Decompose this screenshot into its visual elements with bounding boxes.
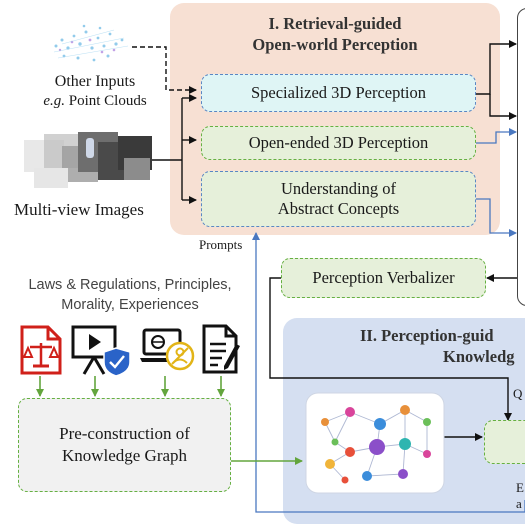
- kg-preconstruction-line2: Knowledge Graph: [61, 446, 188, 465]
- kg-preconstruction-box: Pre-construction of Knowledge Graph: [18, 398, 231, 492]
- knowledge-graph-image: [305, 392, 445, 494]
- law-document-icon: [20, 325, 62, 375]
- abstract-concepts-line1: Understanding of: [280, 179, 397, 199]
- open-ended-3d-perception-label: Open-ended 3D Perception: [248, 133, 429, 153]
- multi-view-images-label: Multi-view Images: [14, 200, 144, 219]
- panel-ii-title-line2: Knowledg: [443, 346, 515, 366]
- abstract-concepts-box: Understanding of Abstract Concepts: [201, 171, 476, 227]
- panel-i-title-line1: I. Retrieval-guided: [268, 14, 402, 33]
- other-inputs-title: Other Inputs: [54, 73, 136, 90]
- panel-ii-e-label: E: [516, 480, 524, 495]
- prompts-label: Prompts: [199, 237, 243, 252]
- multi-view-image-stack: [14, 128, 154, 198]
- open-ended-3d-perception-box: Open-ended 3D Perception: [201, 126, 476, 160]
- point-clouds-example: e.g. Point Clouds: [43, 93, 147, 109]
- point-cloud-image: [53, 24, 129, 62]
- document-edit-icon: [202, 324, 240, 374]
- other-inputs-label: Other Inputs e.g. Point Clouds: [20, 72, 170, 111]
- kg-preconstruction-line1: Pre-construction of: [59, 423, 190, 443]
- panel-ii-title: II. Perception-guid Knowledg: [360, 326, 525, 367]
- perception-verbalizer-label: Perception Verbalizer: [312, 268, 455, 288]
- panel-i-title-line2: Open-world Perception: [252, 34, 418, 54]
- abstract-concepts-line2: Abstract Concepts: [277, 199, 400, 218]
- knowledge-sources-line1: Laws & Regulations, Principles,: [28, 277, 232, 293]
- specialized-3d-perception-box: Specialized 3D Perception: [201, 74, 476, 112]
- laptop-shield-icon: [140, 328, 195, 371]
- perception-verbalizer-box: Perception Verbalizer: [281, 258, 486, 298]
- knowledge-sources-line2: Morality, Experiences: [61, 296, 199, 313]
- specialized-3d-perception-label: Specialized 3D Perception: [250, 83, 427, 103]
- video-presentation-icon: [71, 325, 131, 376]
- panel-ii-a-label: a: [516, 496, 522, 511]
- retrieval-node-box: [484, 420, 525, 464]
- knowledge-sources-text: Laws & Regulations, Principles, Morality…: [10, 276, 250, 315]
- panel-ii-title-line1: II. Perception-guid: [360, 326, 494, 345]
- panel-ii-q-label: Q: [513, 386, 523, 401]
- panel-i-title: I. Retrieval-guided Open-world Perceptio…: [200, 14, 470, 55]
